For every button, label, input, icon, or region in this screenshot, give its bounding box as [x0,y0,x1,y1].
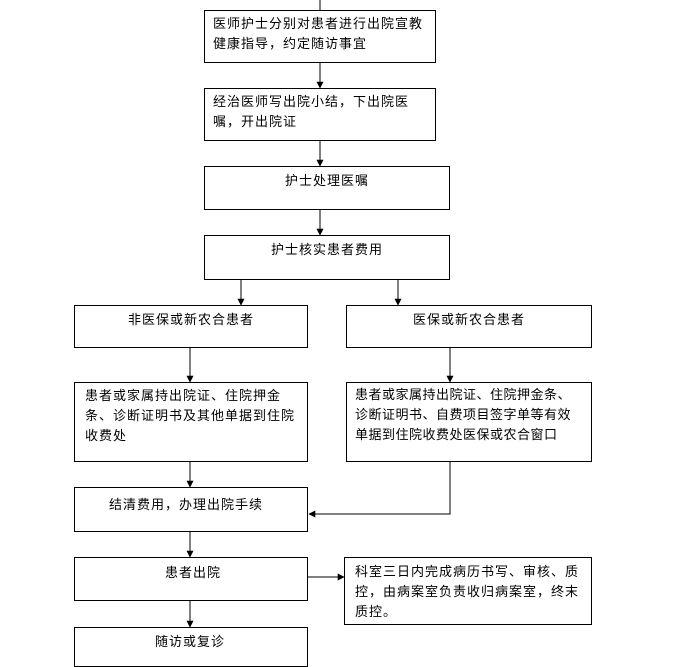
branch-non-insured: 非医保或新农合患者 [74,305,308,348]
branch-insured: 医保或新农合患者 [346,305,592,348]
step-settle-fees: 结清费用，办理出院手续 [74,487,308,532]
step-followup: 随访或复诊 [74,627,308,667]
step-discharge-summary: 经治医师写出院小结，下出院医嘱，开出院证 [204,88,436,141]
step-process-orders-text: 护士处理医嘱 [284,174,369,189]
step-discharge-education-text: 医师护士分别对患者进行出院宣教健康指导，约定随访事宜 [213,17,424,52]
step-process-orders: 护士处理医嘱 [204,166,450,210]
step-medical-records: 科室三日内完成病历书写、审核、质控，由病案室负责收归病案室，终末质控。 [344,557,592,625]
step-discharge-summary-text: 经治医师写出院小结，下出院医嘱，开出院证 [213,95,410,130]
step-settle-fees-text: 结清费用，办理出院手续 [109,498,264,513]
step-patient-discharge: 患者出院 [74,557,308,601]
step-patient-discharge-text: 患者出院 [165,566,222,581]
step-followup-text: 随访或复诊 [155,635,226,650]
branch-non-insured-text: 非医保或新农合患者 [127,313,254,328]
arrow-insured-docs-to-settle [308,462,451,518]
step-insured-documents-text: 患者或家属持出院证、住院押金条、诊断证明书、自费项目签字单等有效单据到住院收费处… [355,388,572,443]
step-medical-records-text: 科室三日内完成病历书写、审核、质控，由病案室负责收归病案室，终末质控。 [355,565,580,620]
step-insured-documents: 患者或家属持出院证、住院押金条、诊断证明书、自费项目签字单等有效单据到住院收费处… [346,382,592,462]
branch-insured-text: 医保或新农合患者 [412,313,525,328]
step-discharge-education: 医师护士分别对患者进行出院宣教健康指导，约定随访事宜 [204,10,436,63]
step-non-insured-documents: 患者或家属持出院证、住院押金条、诊断证明书及其他单据到住院收费处 [74,382,308,462]
step-verify-fees: 护士核实患者费用 [204,235,450,280]
step-non-insured-documents-text: 患者或家属持出院证、住院押金条、诊断证明书及其他单据到住院收费处 [85,389,296,444]
step-verify-fees-text: 护士核实患者费用 [270,243,383,258]
